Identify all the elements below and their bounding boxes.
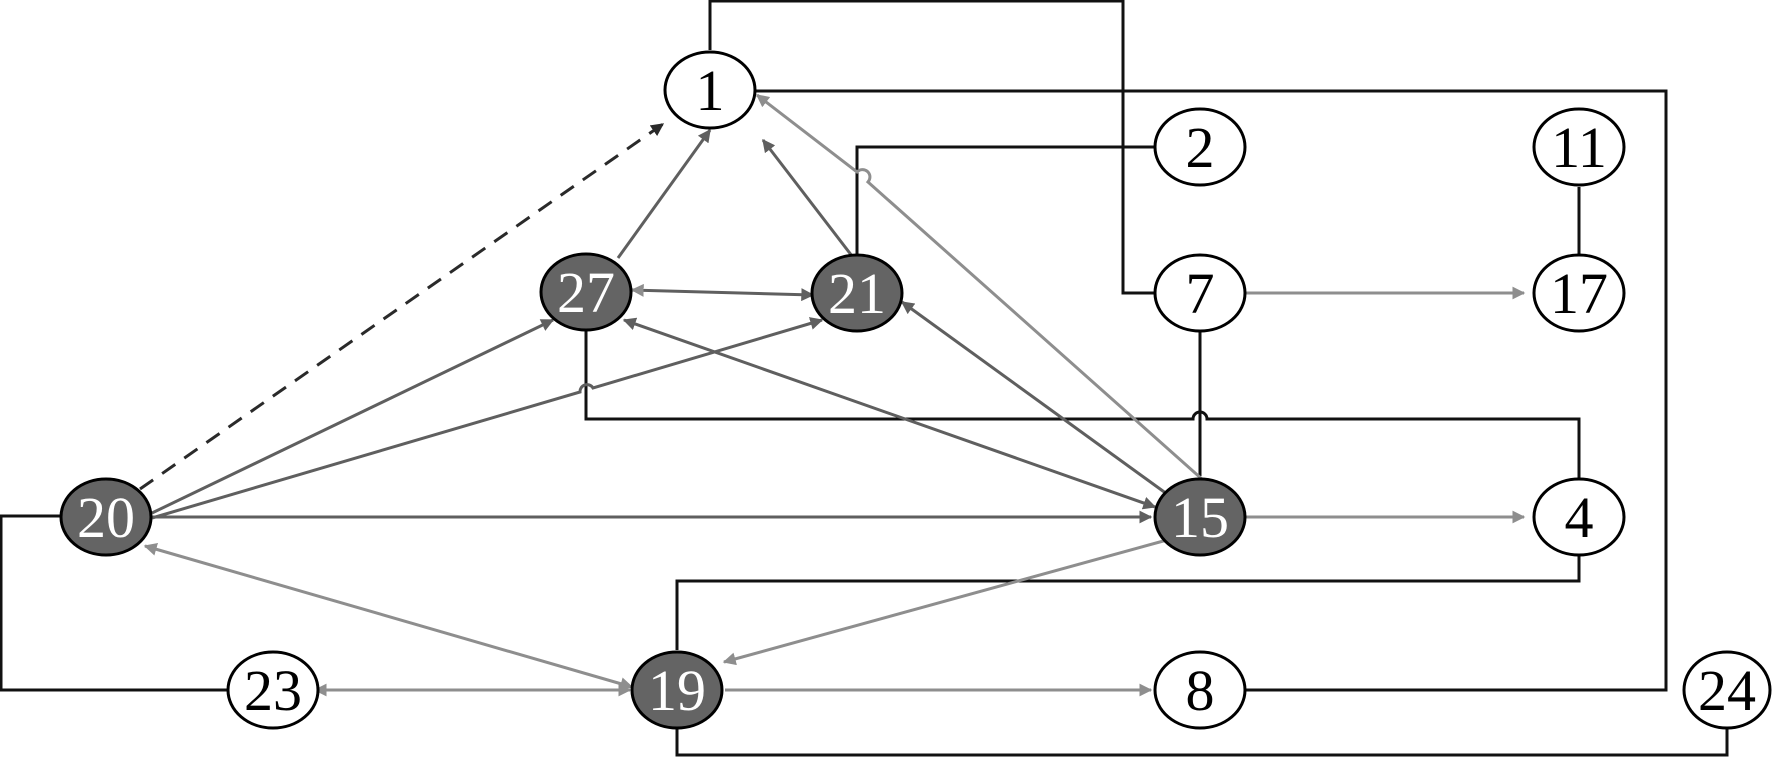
node-7: 7 [1153,253,1247,333]
node-2: 2 [1153,107,1247,187]
edge-27-15 [622,317,1157,510]
node-4-label: 4 [1565,485,1594,550]
node-layer: 1 2 11 27 21 7 17 20 [59,50,1772,730]
connector-4-19 [675,555,1581,650]
edge-layer [139,93,1526,697]
node-17: 17 [1532,253,1626,333]
node-19: 19 [630,650,724,730]
connector-layer [0,0,1729,757]
node-4: 4 [1532,477,1626,557]
node-23-label: 23 [244,658,302,723]
node-23: 23 [226,650,320,730]
node-15: 15 [1153,477,1247,557]
node-21: 21 [810,253,904,333]
node-21-label: 21 [828,261,886,326]
node-1-label: 1 [696,58,725,123]
node-27: 27 [539,252,633,332]
edge-20-19 [143,543,634,690]
node-24-label: 24 [1698,658,1756,723]
edge-27-1 [616,128,712,259]
edge-20-27 [151,318,555,515]
node-2-label: 2 [1186,115,1215,180]
edge-20-21 [151,317,824,520]
node-1: 1 [663,50,757,130]
node-7-label: 7 [1186,261,1215,326]
connector-19-24 [675,729,1729,757]
connector-27-4 [584,331,1581,478]
connector-1-7 [708,0,1155,295]
edge-27-21 [630,283,815,302]
connector-1-8 [756,89,1668,692]
node-20: 20 [59,477,153,557]
node-15-label: 15 [1171,485,1229,550]
node-27-label: 27 [557,260,615,325]
node-19-label: 19 [648,658,706,723]
edge-21-1 [761,138,854,257]
node-24: 24 [1682,650,1772,730]
node-8-label: 8 [1186,658,1215,723]
node-11: 11 [1532,107,1626,187]
node-8: 8 [1153,650,1247,730]
node-11-label: 11 [1551,115,1607,180]
connector-21-2 [855,145,1155,255]
connector-20-23 [0,514,228,692]
node-17-label: 17 [1550,261,1608,326]
edge-15-19 [722,538,1168,666]
edge-15-1 [755,93,1204,482]
node-20-label: 20 [77,485,135,550]
